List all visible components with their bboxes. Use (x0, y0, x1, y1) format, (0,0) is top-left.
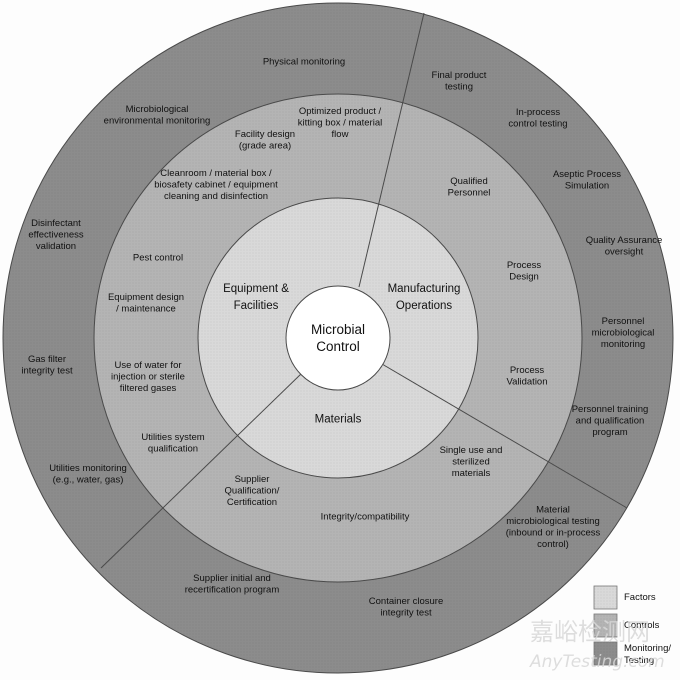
control-label: filtered gases (120, 383, 177, 394)
control-label: flow (332, 129, 349, 140)
monitoring-label: (e.g., water, gas) (53, 474, 124, 485)
control-label: cleaning and disinfection (164, 191, 268, 202)
control-label: Personnel (448, 187, 491, 198)
monitoring-label: recertification program (185, 584, 280, 595)
monitoring-label: validation (36, 241, 76, 252)
legend-label-factors: Factors (624, 592, 656, 603)
control-label: Facility design (235, 129, 295, 140)
control-label: Utilities system (141, 432, 204, 443)
control-label: Process (507, 260, 542, 271)
sector-dividers (100, 12, 628, 569)
control-label: Single use and (440, 445, 503, 456)
control-label: Process (510, 365, 545, 376)
control-label: (grade area) (239, 140, 291, 151)
control-label: Use of water for (114, 360, 181, 371)
monitoring-label: testing (445, 81, 473, 92)
control-label: biosafety cabinet / equipment (154, 180, 278, 191)
monitoring-label: Quality Assurance (586, 235, 663, 246)
center-label: Microbial Control (311, 322, 365, 354)
monitoring-label: Simulation (565, 180, 609, 191)
center-label-line: Control (316, 339, 360, 354)
monitoring-label: Physical monitoring (263, 57, 345, 68)
control-label: Pest control (133, 253, 183, 264)
center-label-line: Microbial (311, 322, 365, 337)
monitoring-label: control) (537, 539, 569, 550)
control-label: injection or sterile (111, 372, 185, 383)
control-label: qualification (148, 443, 198, 454)
monitoring-label: integrity test (21, 365, 73, 376)
legend: Factors Controls Monitoring/ Testing (593, 585, 671, 666)
control-label: kitting box / material (298, 118, 382, 129)
monitoring-label: (inbound or in-process (506, 527, 601, 538)
control-label: Optimized product / (299, 106, 382, 117)
divider-materials-equipment (100, 372, 303, 569)
factor-label: Facilities (234, 300, 279, 312)
control-label: Qualification/ (225, 486, 280, 497)
factor-label: Manufacturing (388, 283, 461, 295)
monitoring-label: Microbiological (126, 104, 189, 115)
control-labels: Optimized product /kitting box / materia… (108, 106, 548, 523)
control-label: Certification (227, 497, 277, 508)
legend-label-monitoring-line: Monitoring/ (624, 643, 671, 654)
monitoring-label: oversight (605, 246, 644, 257)
monitoring-label: Personnel (602, 316, 645, 327)
monitoring-label: Disinfectant (31, 218, 81, 229)
watermark-cn: 嘉峪检测网 (530, 618, 650, 646)
monitoring-label: environmental monitoring (104, 115, 211, 126)
monitoring-label: microbiological testing (506, 516, 599, 527)
legend-swatch-texture (594, 642, 617, 665)
control-label: Integrity/compatibility (321, 512, 410, 523)
monitoring-label: program (592, 427, 627, 438)
watermark: 嘉峪检测网 AnyTesting.com (529, 618, 665, 672)
factor-label: Materials (315, 414, 362, 426)
factor-label: Operations (396, 300, 453, 312)
control-label: materials (452, 468, 491, 479)
monitoring-label: Gas filter (28, 354, 66, 365)
control-label: Cleanroom / material box / (160, 168, 272, 179)
control-label: Qualified (450, 176, 488, 187)
divider-manufacturing-materials (381, 363, 628, 509)
monitoring-label: integrity test (380, 607, 432, 618)
divider-equipment-manufacturing (358, 12, 425, 288)
monitoring-label: Supplier initial and (193, 573, 271, 584)
monitoring-label: Final product (432, 70, 487, 81)
control-label: Equipment design (108, 292, 184, 303)
control-label: Supplier (235, 474, 270, 485)
legend-label-controls: Controls (624, 620, 660, 631)
monitoring-label: control testing (508, 118, 567, 129)
monitoring-label: monitoring (601, 339, 645, 350)
legend-label-monitoring-line: Testing (624, 655, 654, 666)
legend-swatch-texture (594, 586, 617, 609)
control-label: sterilized (452, 457, 490, 468)
monitoring-label: Personnel training (572, 404, 649, 415)
factor-labels: Equipment & Facilities ManufacturingOperat… (223, 283, 460, 426)
monitoring-label: In-process (516, 107, 561, 118)
control-label: Design (509, 271, 539, 282)
factor-label: Equipment & (223, 283, 289, 295)
monitoring-label: and qualification (576, 416, 645, 427)
control-label: Validation (506, 376, 547, 387)
watermark-en: AnyTesting.com (529, 652, 665, 672)
monitoring-label: microbiological (592, 328, 655, 339)
monitoring-label: Aseptic Process (553, 169, 621, 180)
legend-swatch-texture (594, 614, 617, 637)
control-label: / maintenance (116, 303, 176, 314)
monitoring-label: Container closure (369, 596, 443, 607)
monitoring-labels: Physical monitoringMicrobiologicalenviro… (21, 57, 662, 619)
monitoring-label: Utilities monitoring (49, 463, 127, 474)
monitoring-label: Material (536, 504, 570, 515)
monitoring-label: effectiveness (28, 230, 84, 241)
center-circle (285, 285, 391, 391)
